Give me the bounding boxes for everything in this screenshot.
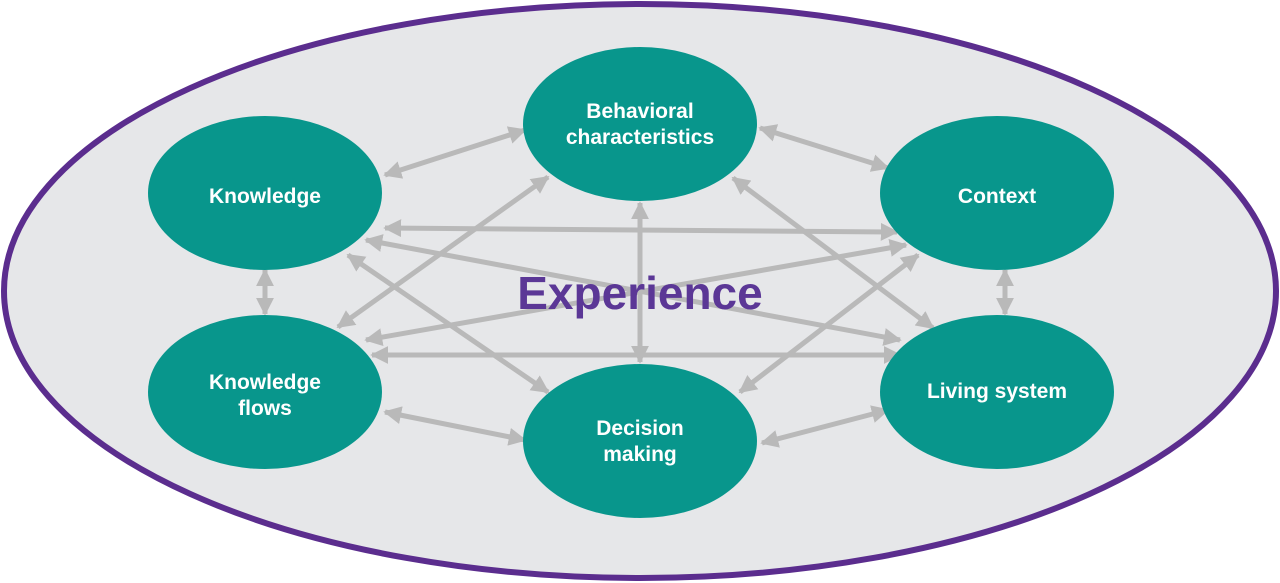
node-living-system: Living system xyxy=(880,315,1114,469)
node-label-line-1: Context xyxy=(958,185,1036,208)
node-context: Context xyxy=(880,116,1114,270)
arrow-knowledge-behavioral xyxy=(383,126,527,179)
arrow-context-decision xyxy=(738,253,920,394)
arrow-knowledgeflows-decision xyxy=(383,406,527,446)
node-label-line-2: flows xyxy=(238,397,292,420)
node-label-line-1: Knowledge xyxy=(209,185,321,208)
connection-arrows xyxy=(256,124,1014,448)
node-label-line-1: Decision xyxy=(596,417,684,440)
node-label-line-1: Knowledge xyxy=(209,371,321,394)
node-decision-making: Decision making xyxy=(523,364,757,518)
node-label-line-1: Living system xyxy=(927,380,1067,403)
node-behavioral-characteristics: Behavioral characteristics xyxy=(523,47,757,201)
node-knowledge-flows: Knowledge flows xyxy=(148,315,382,469)
arrow-knowledge-decision xyxy=(346,252,550,395)
center-label: Experience xyxy=(517,267,762,319)
node-label-line-1: Behavioral xyxy=(586,100,693,123)
node-label-line-2: characteristics xyxy=(566,126,714,149)
arrow-behavioral-context xyxy=(758,124,890,172)
arrow-decision-livingsystem xyxy=(760,405,890,448)
node-label-line-2: making xyxy=(603,443,677,466)
node-knowledge: Knowledge xyxy=(148,116,382,270)
